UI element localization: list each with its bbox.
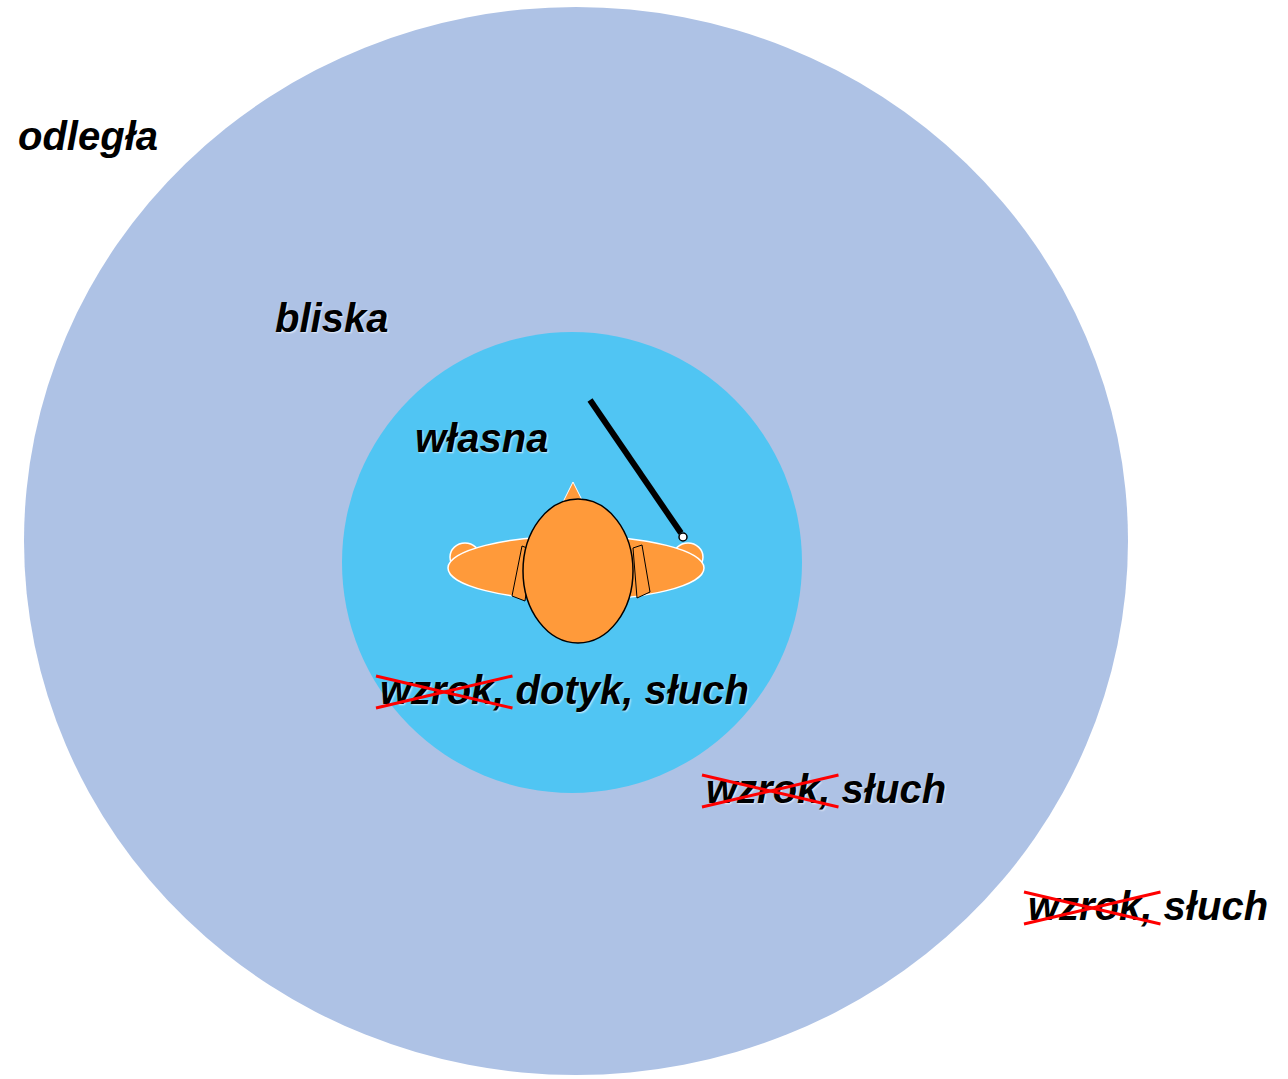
text-slot: wzrok, słuch bbox=[706, 766, 946, 812]
strike-line bbox=[702, 775, 838, 807]
text-slot: bliska bbox=[275, 295, 388, 341]
strike-cross bbox=[376, 676, 512, 708]
senses-list: wzrok, dotyk, słuch bbox=[380, 667, 749, 713]
text-slot: odległa bbox=[18, 113, 158, 159]
zone-name: własna bbox=[415, 415, 548, 461]
text-slot: wzrok, słuch bbox=[1028, 883, 1268, 929]
strike-cross bbox=[1024, 892, 1160, 924]
zone-fill bbox=[24, 7, 1128, 1075]
zone-name: bliska bbox=[275, 295, 388, 341]
zone-circle: własna wzrok, dotyk, słuch bbox=[342, 332, 802, 793]
strike-line bbox=[1024, 892, 1160, 924]
strike-line bbox=[376, 676, 512, 708]
zone-circle: własna wzrok, dotyk, słuch bliska wzrok, sł… bbox=[24, 7, 1128, 1075]
zone-name: odległa bbox=[18, 113, 158, 159]
strike-line bbox=[376, 676, 512, 708]
zone-fill bbox=[342, 332, 802, 793]
strike-line bbox=[1024, 892, 1160, 924]
senses-list: wzrok, słuch bbox=[1028, 883, 1268, 929]
senses-list: wzrok, słuch bbox=[706, 766, 946, 812]
text-slot: wzrok, dotyk, słuch bbox=[380, 667, 749, 713]
zone-outline bbox=[342, 332, 802, 793]
text-slot: własna bbox=[415, 415, 548, 461]
strike-cross bbox=[702, 775, 838, 807]
strike-line bbox=[702, 775, 838, 807]
